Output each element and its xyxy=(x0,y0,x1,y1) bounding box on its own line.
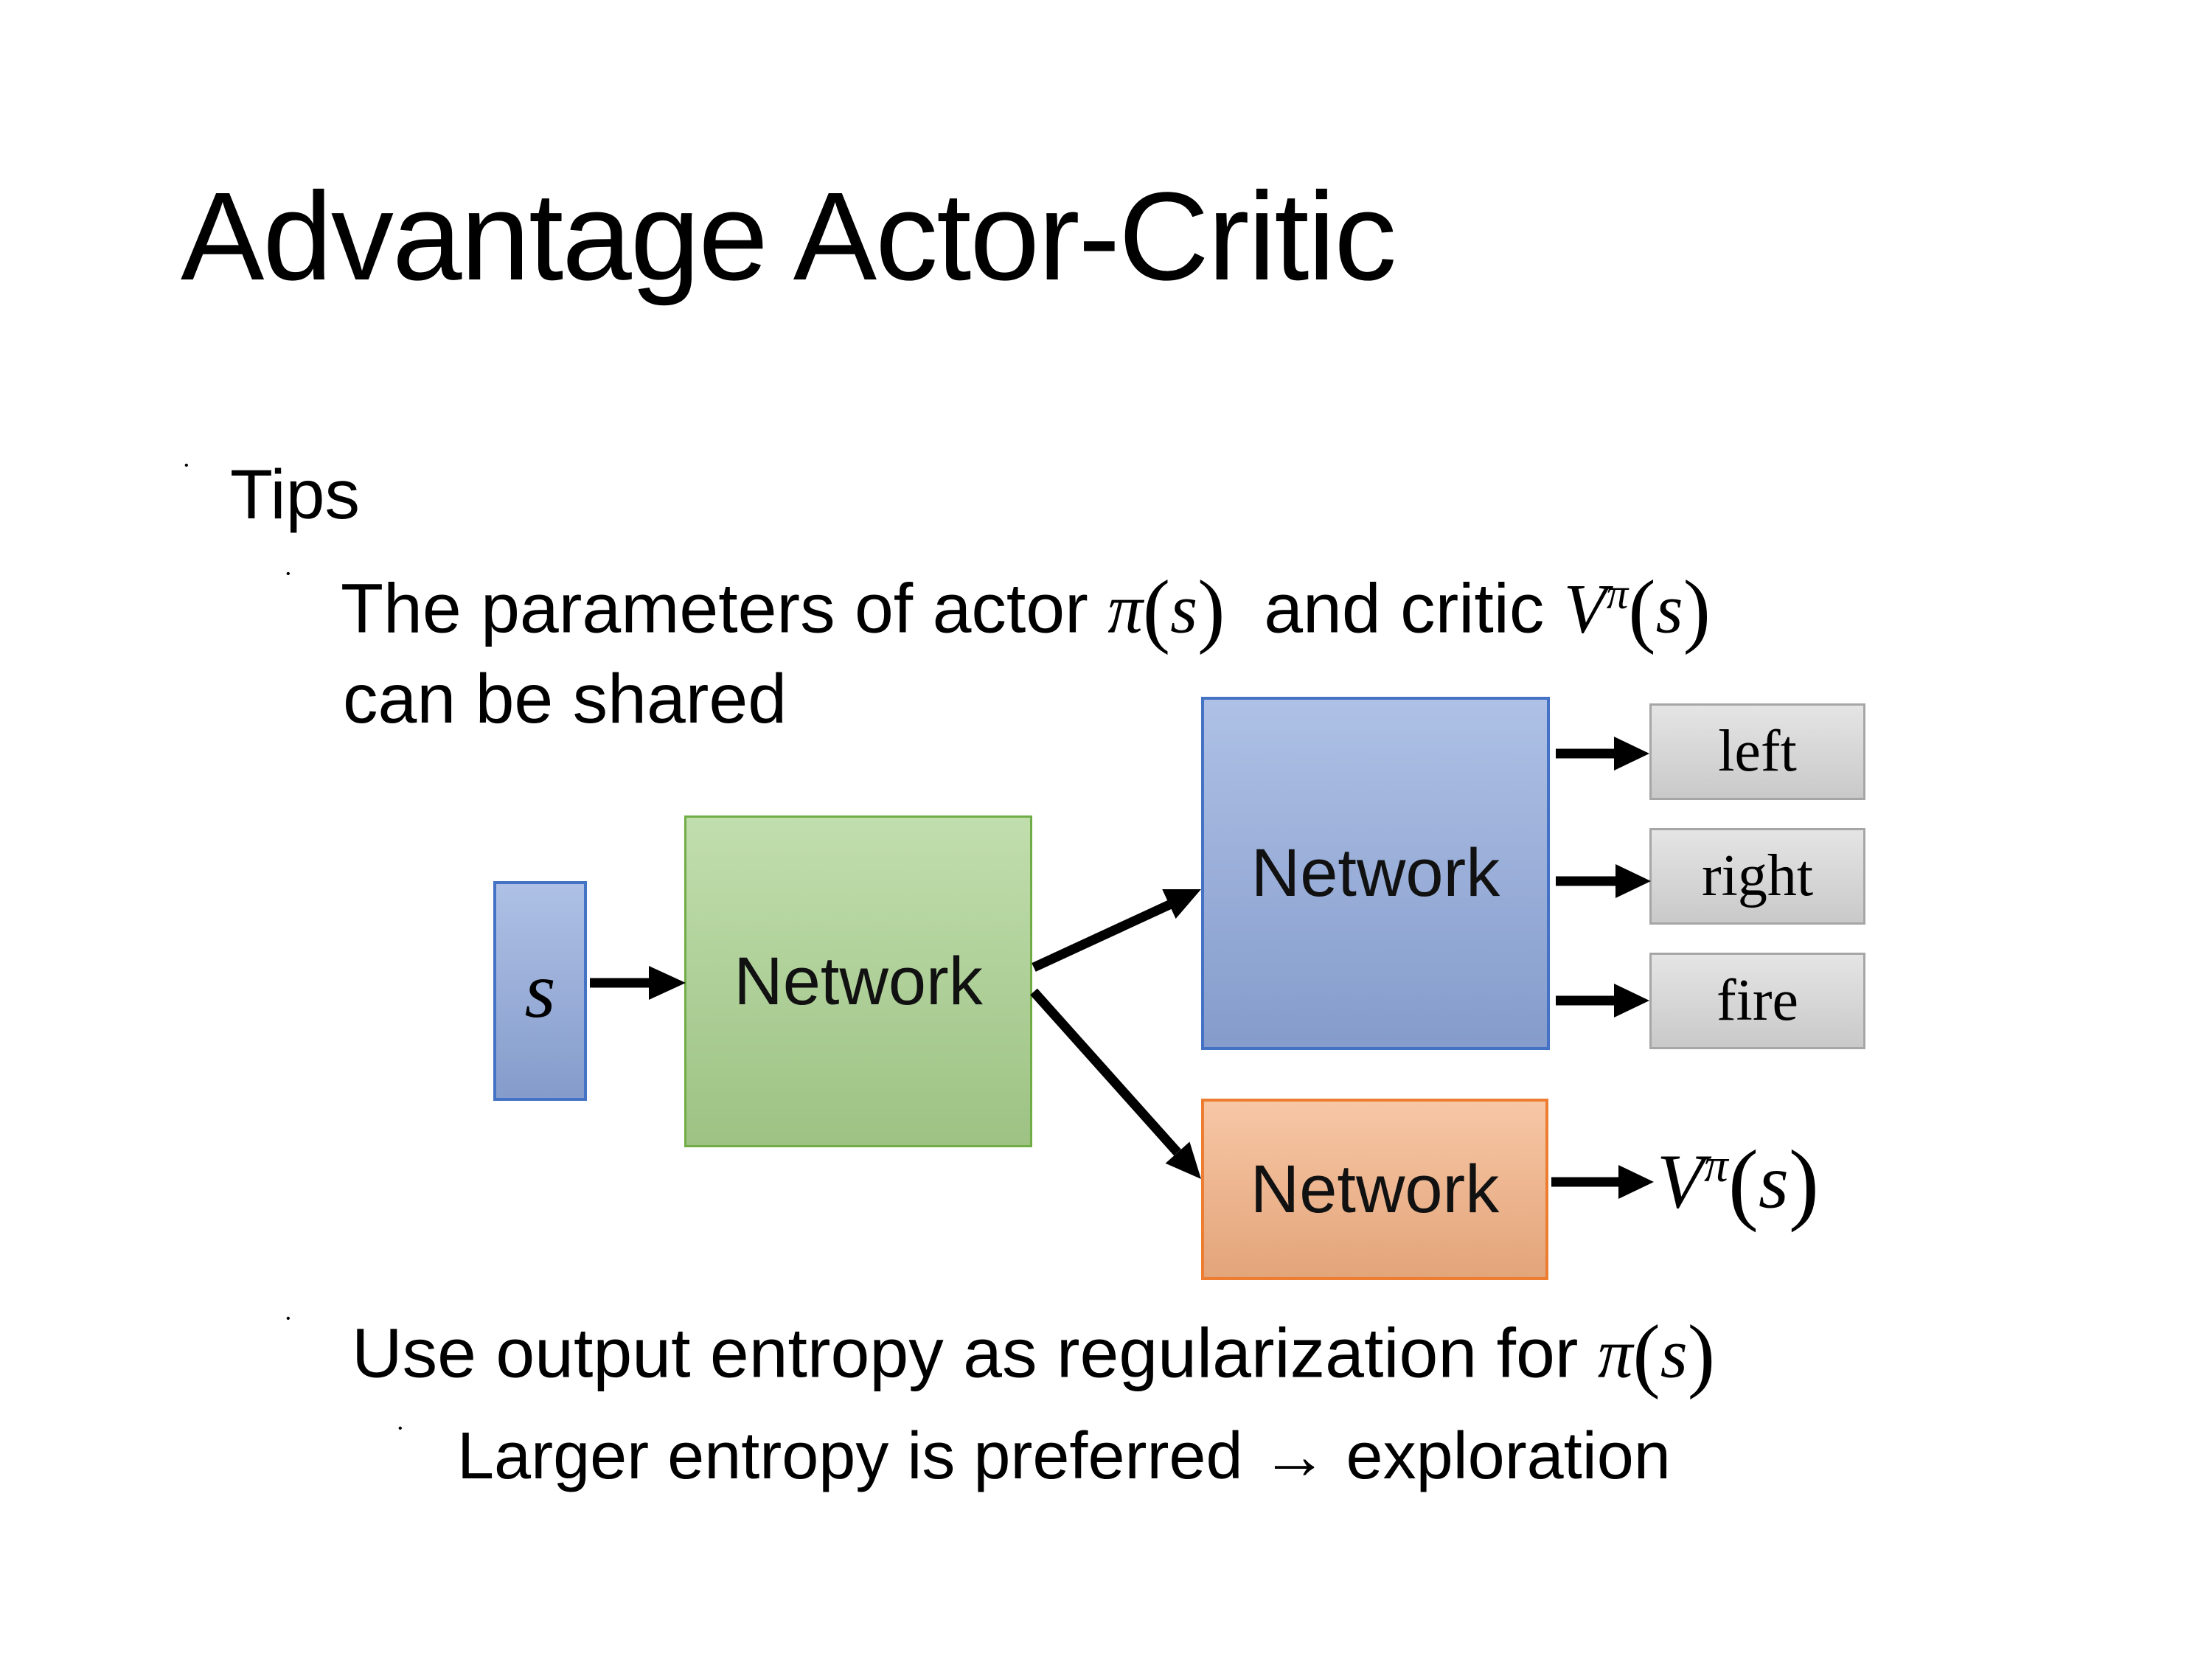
action-box-right: right xyxy=(1649,828,1865,925)
math-s: s xyxy=(1660,1314,1688,1393)
text-run: and critic xyxy=(1225,569,1564,648)
state-input-box: s xyxy=(493,881,587,1101)
action-label-fire: fire xyxy=(1716,968,1798,1033)
arrowhead-actor-to-fire xyxy=(1614,984,1649,1018)
bullet-dot: • xyxy=(398,1422,403,1435)
math-pi: π xyxy=(1107,569,1143,648)
math-pi-superscript: π xyxy=(1606,569,1629,618)
math-V: V xyxy=(1657,1138,1705,1225)
arrowhead-shared-to-actor xyxy=(1162,889,1201,919)
math-paren: ) xyxy=(1197,564,1225,655)
arrowhead-shared-to-critic xyxy=(1165,1141,1201,1179)
math-s: s xyxy=(1759,1138,1789,1225)
bullet-entropy-regularization: Use output entropy as regularization for… xyxy=(352,1313,1715,1396)
action-label-left: left xyxy=(1718,719,1797,784)
math-paren: ( xyxy=(1628,564,1656,655)
text-run: Use output entropy as regularization for xyxy=(352,1314,1598,1393)
math-paren: ) xyxy=(1788,1132,1820,1233)
bullet-dot: • xyxy=(184,459,189,472)
math-paren: ( xyxy=(1632,1309,1660,1400)
arrowhead-state-to-shared xyxy=(649,966,686,1000)
value-output-label: Vπ(s) xyxy=(1657,1137,1819,1228)
math-paren: ) xyxy=(1687,1309,1716,1400)
math-pi: π xyxy=(1597,1314,1633,1393)
action-box-fire: fire xyxy=(1649,953,1865,1049)
arrow-shared-to-critic xyxy=(1030,988,1181,1156)
critic-network-box: Network xyxy=(1201,1099,1548,1280)
shared-network-label: Network xyxy=(734,943,983,1019)
bullet-dot: • xyxy=(286,568,291,580)
actor-network-label: Network xyxy=(1251,835,1500,911)
math-s: s xyxy=(1170,569,1198,648)
math-paren: ) xyxy=(1683,564,1711,655)
action-label-right: right xyxy=(1701,844,1814,908)
bullet-larger-entropy: Larger entropy is preferred → exploratio… xyxy=(457,1419,1671,1493)
critic-network-label: Network xyxy=(1250,1151,1500,1227)
text-run: The parameters of actor xyxy=(341,569,1108,648)
page-title: Advantage Actor-Critic xyxy=(181,167,1397,307)
bullet-parameters-shared: The parameters of actor π(s) and critic … xyxy=(341,568,1711,651)
bullet-parameters-shared-line2: can be shared xyxy=(343,660,787,738)
actor-network-box: Network xyxy=(1201,697,1550,1050)
bullet-dot: • xyxy=(286,1312,291,1325)
math-paren: ( xyxy=(1142,564,1171,655)
math-V: V xyxy=(1563,569,1607,648)
bullet-tips: Tips xyxy=(230,456,360,534)
arrowhead-actor-to-right xyxy=(1615,864,1651,898)
state-input-label: s xyxy=(524,947,556,1034)
arrowhead-actor-to-left xyxy=(1614,737,1649,771)
shared-network-box: Network xyxy=(684,815,1032,1147)
math-s: s xyxy=(1655,569,1683,648)
math-pi-superscript: π xyxy=(1704,1138,1728,1192)
arrowhead-critic-to-value xyxy=(1618,1165,1654,1199)
action-box-left: left xyxy=(1649,703,1865,800)
math-paren: ( xyxy=(1728,1132,1759,1233)
arrow-shared-to-actor xyxy=(1032,900,1172,972)
